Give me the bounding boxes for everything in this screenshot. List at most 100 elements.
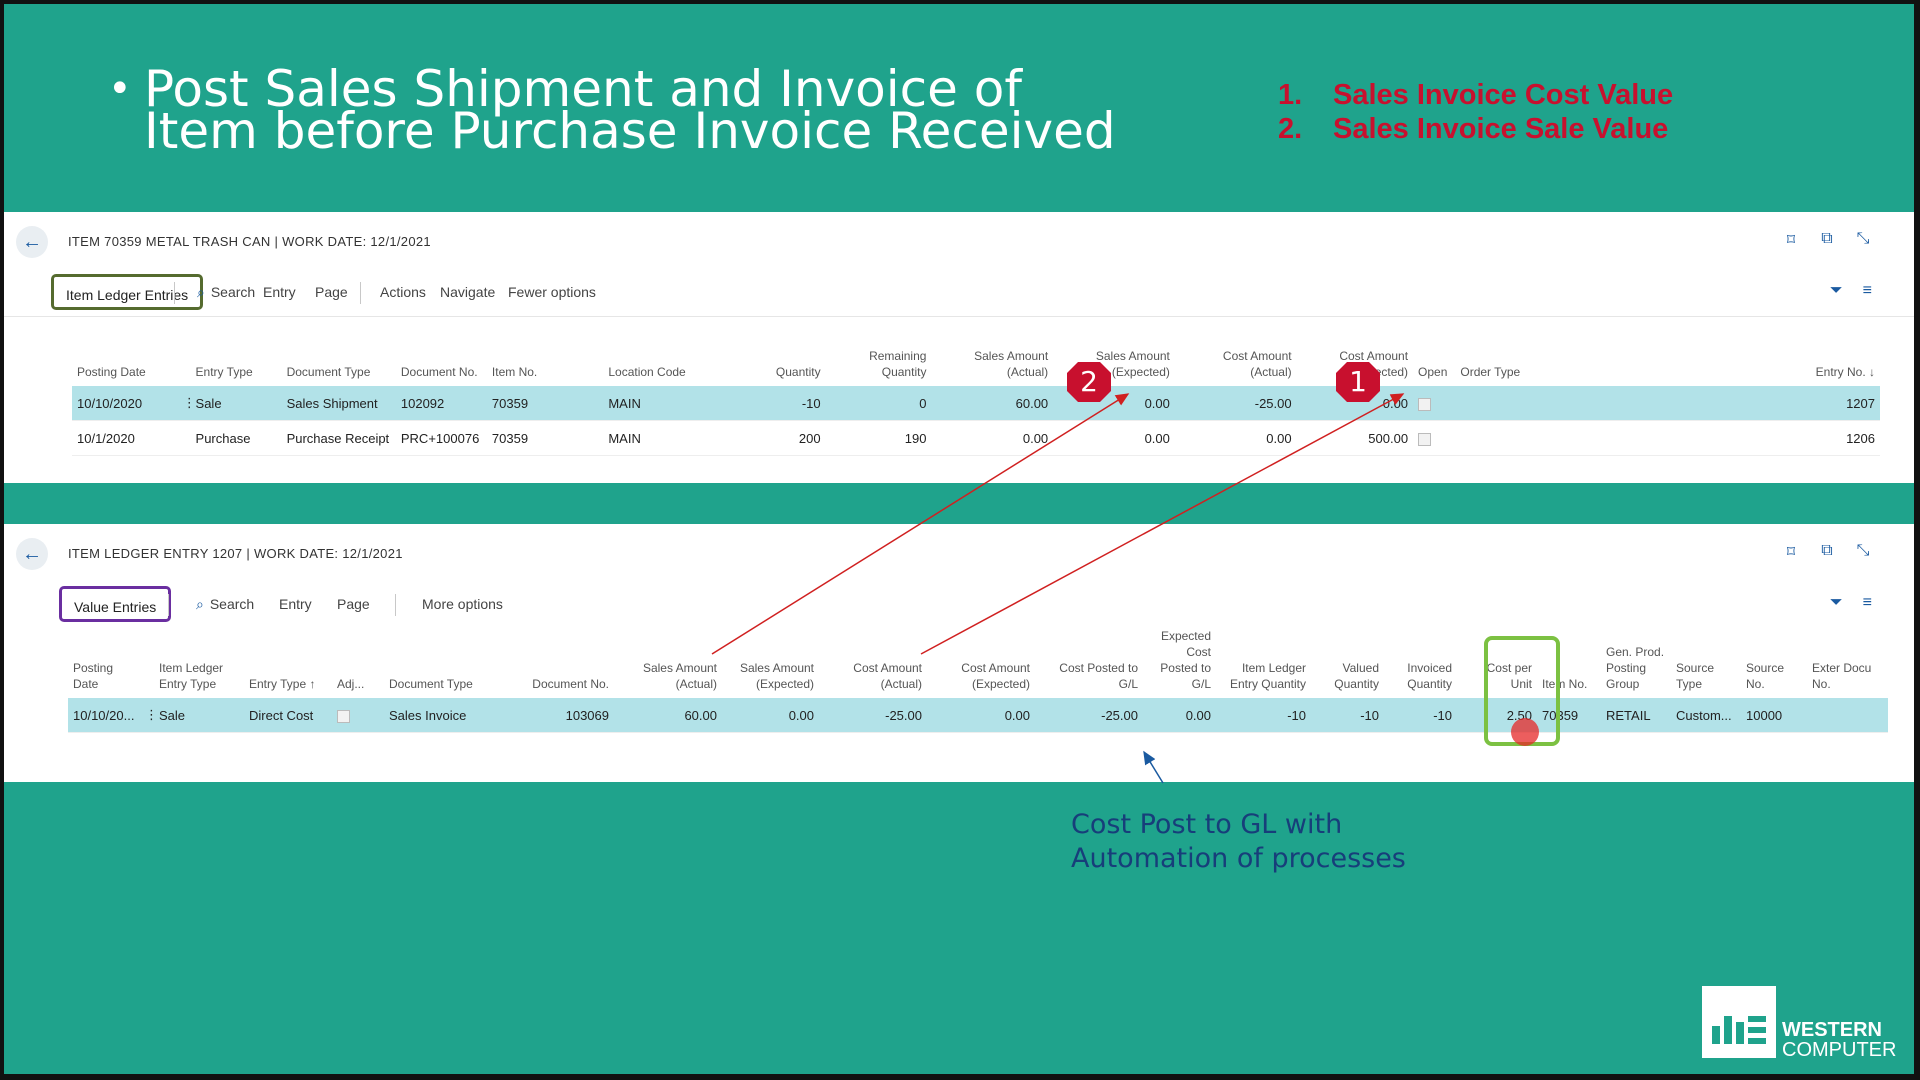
col-header[interactable]: Sales Amount (Expected) [739,661,814,691]
page-menu[interactable]: Page [315,284,348,300]
cell-item-no-link[interactable]: 70359 [486,420,604,456]
cell-location-code-link[interactable]: MAIN [603,420,726,456]
col-header[interactable]: Document Type [286,365,371,379]
col-header[interactable]: Cost Amount (Actual) [1222,349,1292,379]
search-button[interactable]: ⌕Search [196,596,255,612]
cell-sales-expected[interactable]: 0.00 [1053,420,1175,456]
col-header[interactable]: Posting Date [77,365,146,379]
cell-sales-actual[interactable]: 60.00 [931,386,1054,421]
col-header[interactable]: Cost Posted to G/L [1059,661,1138,691]
search-icon: ⌕ [196,596,204,612]
cell-remaining-quantity: 0 [825,386,932,421]
col-header[interactable]: Source Type [1676,661,1715,691]
col-header[interactable]: Document No. [400,365,478,379]
navigate-menu[interactable]: Navigate [440,284,496,300]
entry-menu[interactable]: Entry [279,596,312,612]
cell-valued-quantity: -10 [1311,698,1384,733]
cell-cost-expected[interactable]: 500.00 [1296,420,1414,456]
row-menu-icon[interactable]: ⋮ [177,386,191,421]
col-header[interactable]: Gen. Prod. Posting Group [1606,645,1665,691]
col-header[interactable]: Sales Amount (Expected) [1095,349,1170,379]
adjustment-checkbox [337,709,350,723]
cell-expected-cost-posted-gl: 0.00 [1143,698,1216,733]
title-line-2: Item before Purchase Invoice Received [144,102,1116,160]
panel-header: ← ITEM 70359 METAL TRASH CAN | WORK DATE… [4,212,1914,268]
table-row[interactable]: 10/10/20... ⋮ Sale Direct Cost Sales Inv… [68,698,1888,733]
cell-gen-prod-group[interactable]: RETAIL [1601,698,1671,733]
col-header[interactable]: Entry Type [195,365,253,379]
col-header[interactable]: Document No. [532,677,609,691]
col-header[interactable]: Location Code [608,365,686,379]
entry-menu[interactable]: Entry [263,284,296,300]
cell-document-no: 102092 [395,386,487,421]
cell-item-no-link[interactable]: 70359 [486,386,604,421]
collapse-icon[interactable]: ⤡ [1856,230,1870,247]
col-header[interactable]: Cost per Unit [1486,661,1532,691]
cell-document-type: Sales Shipment [281,386,396,421]
badge-1-octagon: 1 [1335,361,1381,403]
page-title: ITEM 70359 METAL TRASH CAN | WORK DATE: … [68,234,431,249]
col-header[interactable]: Item No. [491,365,538,379]
col-header[interactable]: Invoiced Quantity [1407,661,1452,691]
col-header[interactable]: Exter Docu No. [1812,661,1872,691]
table-row[interactable]: 10/10/2020 ⋮ Sale Sales Shipment 102092 … [72,386,1880,421]
col-header[interactable]: Quantity [775,365,821,379]
cell-document-no: PRC+100076 [395,420,487,456]
cell-cost-actual[interactable]: 0.00 [1174,420,1297,456]
bookmark-icon[interactable]: ⌑ [1786,232,1796,249]
col-header[interactable]: Sales Amount (Actual) [974,349,1049,379]
col-header[interactable]: Sales Amount (Actual) [642,661,717,691]
back-arrow-icon[interactable]: ← [16,226,48,258]
col-header[interactable]: Entry No. ↓ [1815,365,1875,379]
list-view-icon[interactable]: ≡ [1862,282,1872,299]
frame-right [1914,0,1920,1080]
col-header[interactable]: Open [1418,365,1448,379]
col-header[interactable]: Valued Quantity [1334,661,1379,691]
filter-icon[interactable]: ⏷ [1829,594,1843,611]
cell-item-no-link[interactable]: 70359 [1537,698,1601,733]
frame-bottom [0,1074,1920,1080]
collapse-icon[interactable]: ⤡ [1856,542,1870,559]
open-new-window-icon[interactable]: ⧉ [1821,230,1833,247]
cell-location-code-link[interactable]: MAIN [603,386,726,421]
col-header[interactable]: Document Type [389,677,473,691]
tab-value-entries[interactable]: Value Entries [59,586,172,622]
cell-open [1413,386,1456,421]
filter-icon[interactable]: ⏷ [1829,282,1843,299]
page-menu[interactable]: Page [337,596,370,612]
fewer-options-button[interactable]: Fewer options [508,284,596,300]
col-header[interactable]: Cost Amount (Expected) [961,661,1030,691]
open-new-window-icon[interactable]: ⧉ [1821,542,1833,559]
search-button[interactable]: ⌕Search [197,284,256,300]
action-bar: Value Entries ⌕Search Entry Page More op… [4,580,1914,628]
logo-text: WESTERN COMPUTER [1782,1019,1897,1061]
col-header[interactable]: Cost Amount (Actual) [853,661,922,691]
col-header[interactable]: Item Ledger Entry Quantity [1229,661,1306,691]
col-header[interactable]: Entry Type ↑ [249,677,316,691]
col-header[interactable]: Expected Cost Posted to G/L [1160,629,1211,691]
col-header[interactable]: Source No. [1746,661,1785,691]
cell-cost-actual[interactable]: -25.00 [1174,386,1297,421]
slide-title: • Post Sales Shipment and Invoice of Ite… [108,64,1116,160]
cell-source-no-link[interactable]: 10000 [1741,698,1807,733]
back-arrow-icon[interactable]: ← [16,538,48,570]
cell-order-type [1455,420,1731,456]
bookmark-icon[interactable]: ⌑ [1786,544,1796,561]
cell-sales-actual[interactable]: 0.00 [931,420,1054,456]
col-header[interactable]: Posting Date [73,661,114,691]
col-header[interactable]: Item No. [1542,677,1588,691]
col-header[interactable]: Order Type [1460,365,1521,379]
table-row[interactable]: 10/1/2020 Purchase Purchase Receipt PRC+… [72,420,1880,456]
col-header[interactable]: Item Ledger Entry Type [159,661,224,691]
row-menu-icon[interactable]: ⋮ [140,698,154,733]
title-bullet: • [108,66,132,112]
col-header[interactable]: Adj... [337,677,365,691]
goals-list: 1.Sales Invoice Cost Value 2.Sales Invoi… [1278,78,1673,146]
note-line-1: Cost Post to GL with [1071,809,1343,840]
more-options-button[interactable]: More options [422,596,503,612]
tab-item-ledger-entries[interactable]: Item Ledger Entries [51,274,204,310]
col-header[interactable]: Remaining Quantity [869,349,927,379]
actions-menu[interactable]: Actions [380,284,426,300]
divider [168,594,169,616]
list-view-icon[interactable]: ≡ [1862,594,1872,611]
